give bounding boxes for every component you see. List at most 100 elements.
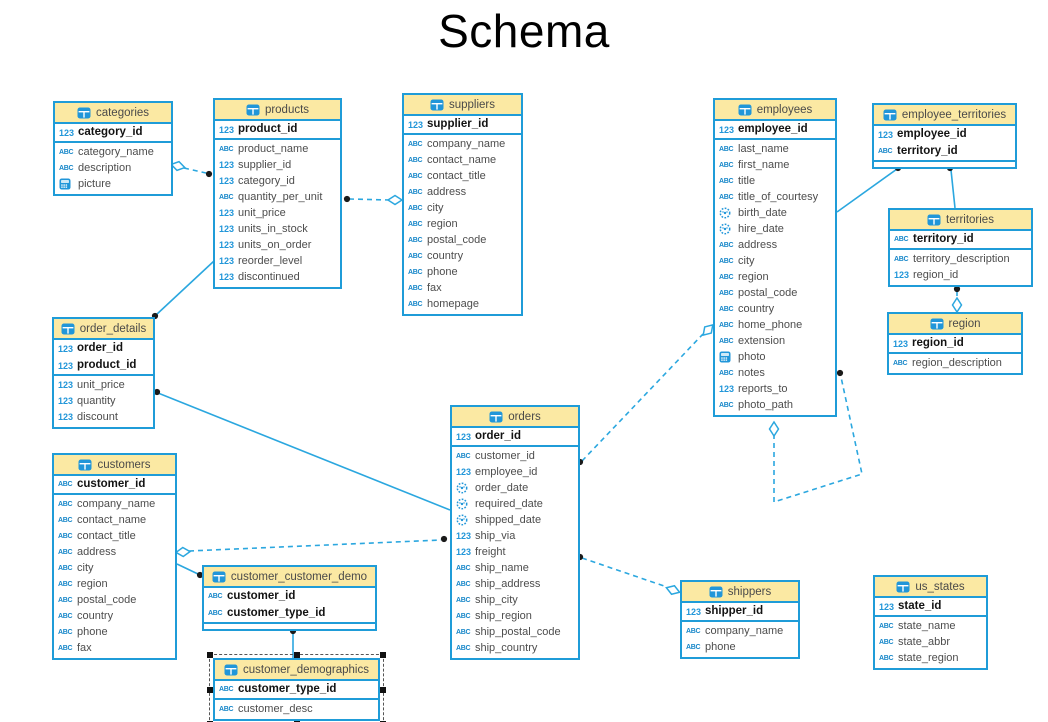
table-header[interactable]: order_details <box>54 319 153 340</box>
table-header[interactable]: categories <box>55 103 171 124</box>
relation-customers-orders[interactable] <box>174 535 448 558</box>
table-header[interactable]: territories <box>890 210 1031 231</box>
selection-handle[interactable] <box>207 652 213 658</box>
field-row-hire_date[interactable]: hire_date <box>715 221 835 237</box>
field-row-picture[interactable]: picture <box>55 176 171 192</box>
field-row-order_date[interactable]: order_date <box>452 480 578 496</box>
relation-orders-shippers[interactable] <box>576 553 681 597</box>
relation-territories-employee_territories[interactable] <box>946 164 956 209</box>
selection-handle[interactable] <box>380 652 386 658</box>
field-row-shipped_date[interactable]: shipped_date <box>452 512 578 528</box>
relation-products-order_details[interactable] <box>151 260 215 320</box>
relation-customers-customer_customer_demo[interactable] <box>176 563 204 579</box>
field-row-required_date[interactable]: required_date <box>452 496 578 512</box>
table-header[interactable]: region <box>889 314 1021 335</box>
relation-territories-region[interactable] <box>951 285 963 314</box>
relation-products-suppliers[interactable] <box>343 194 404 206</box>
table-header[interactable]: us_states <box>875 577 986 598</box>
relation-order_details-orders[interactable] <box>153 388 451 511</box>
selection-handle[interactable] <box>293 652 300 658</box>
table-header[interactable]: suppliers <box>404 95 521 116</box>
field-row-birth_date[interactable]: birth_date <box>715 205 835 221</box>
relation-orders-employees[interactable] <box>576 322 716 466</box>
table-header[interactable]: shippers <box>682 582 798 603</box>
table-header[interactable]: employees <box>715 100 835 121</box>
relation-employees-reports_to-self[interactable] <box>768 369 863 504</box>
table-header[interactable]: customers <box>54 455 175 476</box>
